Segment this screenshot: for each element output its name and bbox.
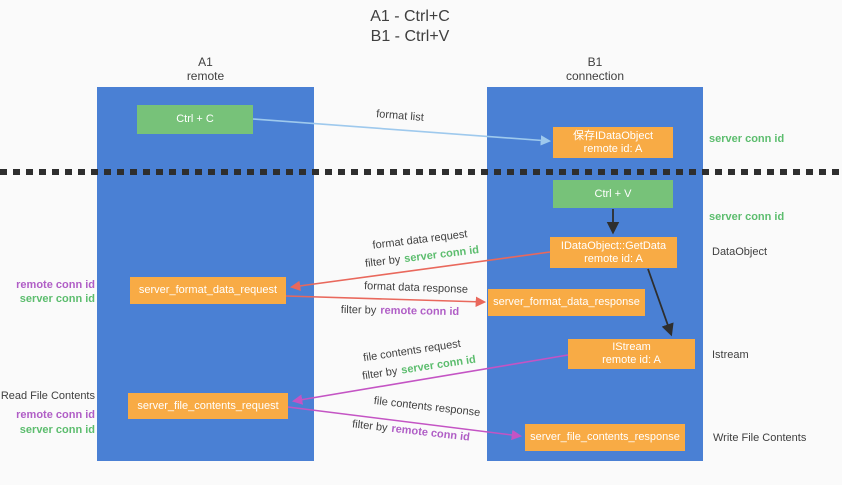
node-server-file-contents-request-label: server_file_contents_request	[137, 399, 279, 412]
node-istream-line1: IStream	[612, 341, 651, 353]
note-server-conn-id-top: server conn id	[709, 133, 785, 145]
note-istream: Istream	[712, 349, 749, 361]
note-server-conn-id-mid: server conn id	[709, 211, 785, 223]
note-remote-conn-id-file: remote conn id	[16, 409, 95, 421]
diagram-title-line2: B1 - Ctrl+V	[370, 28, 450, 45]
label-format-list: format list	[375, 108, 425, 124]
note-remote-conn-id-format: remote conn id	[16, 279, 95, 291]
filter-by-prefix: filter by	[361, 365, 399, 383]
node-ctrl-c-label: Ctrl + C	[176, 113, 214, 125]
note-server-conn-id-format: server conn id	[19, 293, 95, 305]
note-read-file-contents: Read File Contents	[0, 390, 95, 402]
filter-value-remote-conn-id: remote conn id	[380, 304, 460, 319]
node-server-file-contents-response-label: server_file_contents_response	[530, 431, 680, 443]
node-istream-line2: remote id: A	[602, 354, 661, 366]
node-idataobject-getdata: IDataObject::GetData remote id: A	[550, 237, 677, 268]
node-ctrl-v-label: Ctrl + V	[594, 187, 632, 200]
label-format-data-response: format data response	[363, 280, 469, 296]
diagram-title: A1 - Ctrl+C B1 - Ctrl+V	[0, 7, 820, 47]
filter-by-prefix: filter by	[351, 418, 389, 435]
node-server-format-data-response: server_format_data_response	[488, 289, 645, 316]
column-b-name: B1	[587, 55, 603, 69]
filter-value-server-conn-id: server conn id	[403, 244, 480, 266]
note-write-file-contents: Write File Contents	[713, 432, 807, 444]
diagram-title-line1: A1 - Ctrl+C	[370, 8, 450, 25]
column-b-header: B1 connection	[487, 55, 703, 83]
column-a-subtitle: remote	[186, 69, 225, 83]
node-idataobject-getdata-line1: IDataObject::GetData	[560, 239, 667, 252]
node-idataobject-getdata-line2: remote id: A	[584, 252, 643, 265]
node-server-format-data-request: server_format_data_request	[130, 277, 286, 304]
filter-by-prefix: filter by	[340, 303, 377, 317]
arrow-format-data-response	[285, 295, 487, 307]
note-server-conn-id-file: server conn id	[19, 424, 95, 436]
session-divider-dashed-line	[0, 169, 842, 175]
node-save-dataobject: 保存IDataObject remote id: A	[553, 127, 673, 158]
node-save-dataobject-line1: 保存IDataObject	[572, 129, 654, 142]
node-istream: IStream remote id: A	[568, 339, 695, 369]
column-a-name: A1	[198, 55, 213, 69]
note-dataobject: DataObject	[712, 246, 768, 258]
column-b-subtitle: connection	[565, 69, 625, 83]
filter-value-remote-conn-id: remote conn id	[390, 422, 471, 444]
label-file-contents-response: file contents response	[373, 394, 481, 420]
node-server-format-data-response-label: server_format_data_response	[493, 296, 640, 308]
filter-by-prefix: filter by	[364, 253, 402, 270]
node-server-file-contents-request: server_file_contents_request	[128, 393, 288, 419]
node-ctrl-c: Ctrl + C	[137, 105, 253, 134]
node-save-dataobject-line2: remote id: A	[583, 142, 643, 155]
node-server-format-data-request-label: server_format_data_request	[138, 284, 278, 296]
node-ctrl-v: Ctrl + V	[553, 180, 673, 208]
node-server-file-contents-response: server_file_contents_response	[525, 424, 685, 451]
column-a-header: A1 remote	[97, 55, 314, 83]
